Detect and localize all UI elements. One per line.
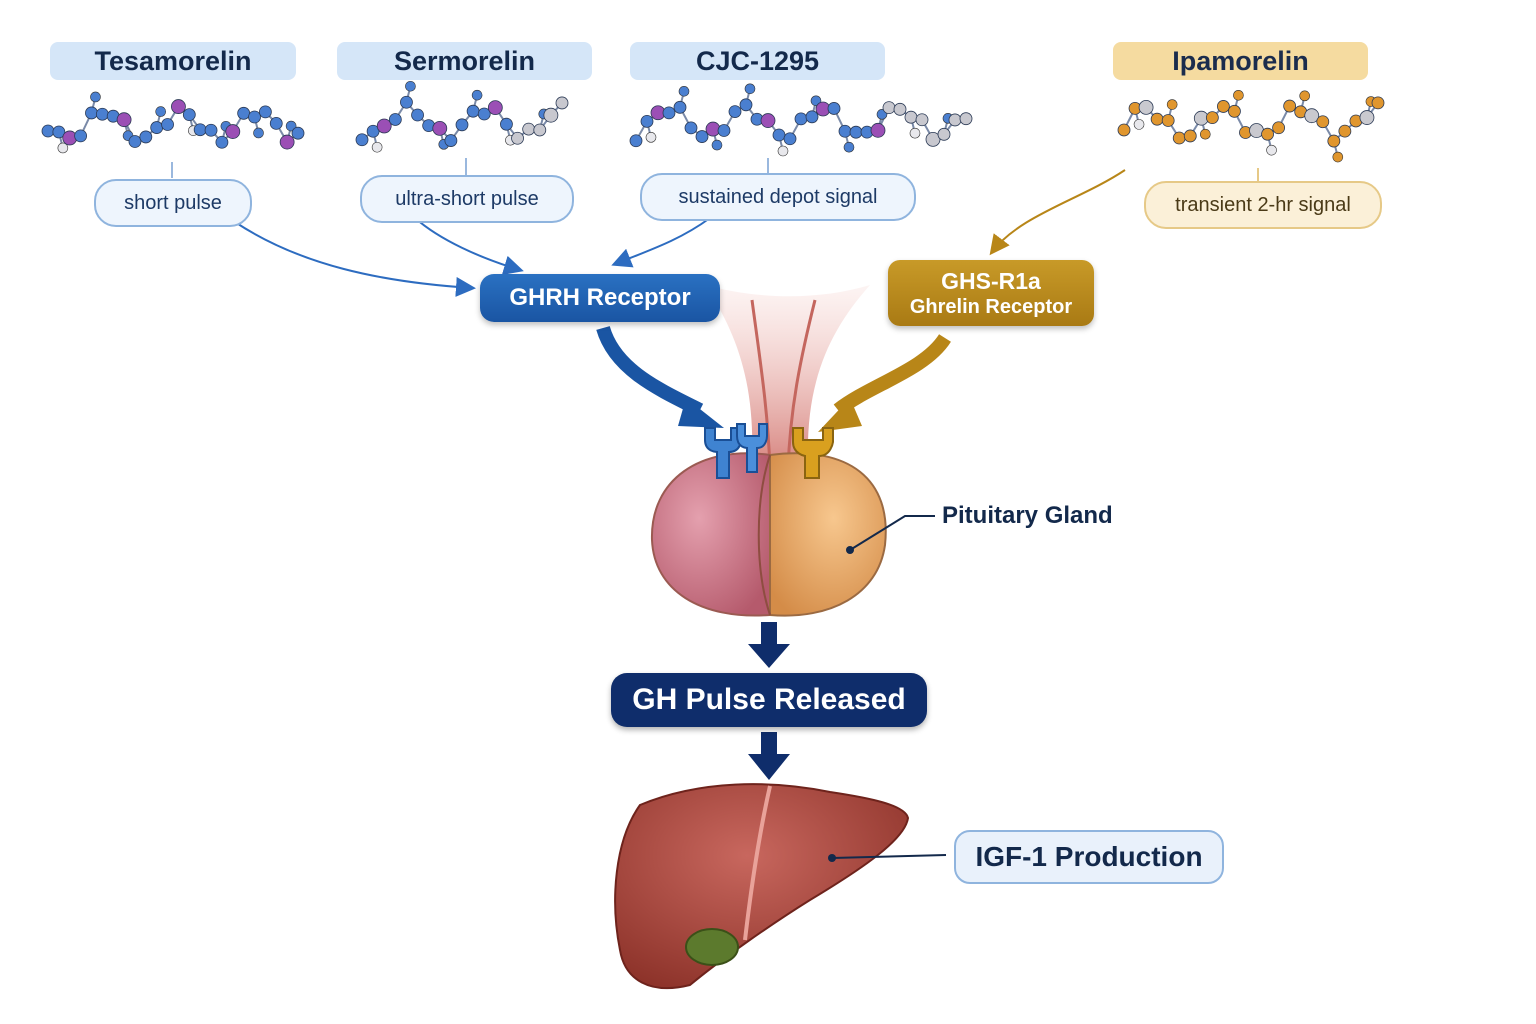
ghrh-signal-arrow: [596, 325, 704, 417]
peptide-label-tesamorelin: Tesamorelin: [50, 42, 296, 80]
pituitary-gland: [650, 452, 887, 617]
ghs-signal-arrow: [833, 333, 951, 416]
molecule-ipamorelin: [1117, 89, 1385, 163]
pituitary-stalk: [705, 285, 870, 471]
ghs-receptor-box: GHS-R1a Ghrelin Receptor: [888, 260, 1094, 326]
peptide-molecules: [41, 80, 1385, 163]
connector-lines: [171, 158, 1259, 297]
signal-pill-ultra-short-pulse: ultra-short pulse: [360, 175, 574, 223]
signal-pill-transient: transient 2-hr signal: [1144, 181, 1382, 229]
gh-pulse-box: GH Pulse Released: [611, 673, 927, 727]
igf-production-box: IGF-1 Production: [954, 830, 1224, 884]
pituitary-leader-dot: [846, 546, 854, 554]
molecule-cjc-1295: [629, 83, 973, 157]
ghrh-arrowhead: [678, 398, 724, 428]
peptide-label-ipamorelin: Ipamorelin: [1113, 42, 1368, 80]
peptide-label-cjc-1295: CJC-1295: [630, 42, 885, 80]
liver: [614, 783, 910, 990]
down-arrow-1: [748, 622, 790, 668]
pituitary-label: Pituitary Gland: [942, 502, 1113, 529]
igf-leader-line: [831, 854, 947, 859]
ghs-arrowhead: [818, 398, 862, 432]
ghs-receptor-subtitle: Ghrelin Receptor: [909, 296, 1073, 318]
signal-pill-sustained-depot: sustained depot signal: [640, 173, 916, 221]
down-arrow-2: [748, 732, 790, 780]
ghs-receptor-name: GHS-R1a: [941, 268, 1041, 294]
ghrh-receptor-glyph: [704, 423, 768, 479]
molecule-sermorelin: [355, 80, 569, 153]
pituitary-leader-line: [849, 515, 935, 551]
ghrh-receptor-box: GHRH Receptor: [480, 274, 720, 322]
peptide-label-sermorelin: Sermorelin: [337, 42, 592, 80]
molecule-tesamorelin: [41, 91, 305, 154]
signal-pill-short-pulse: short pulse: [94, 179, 252, 227]
ghs-receptor-glyph: [792, 427, 834, 479]
igf-leader-dot: [828, 854, 836, 862]
